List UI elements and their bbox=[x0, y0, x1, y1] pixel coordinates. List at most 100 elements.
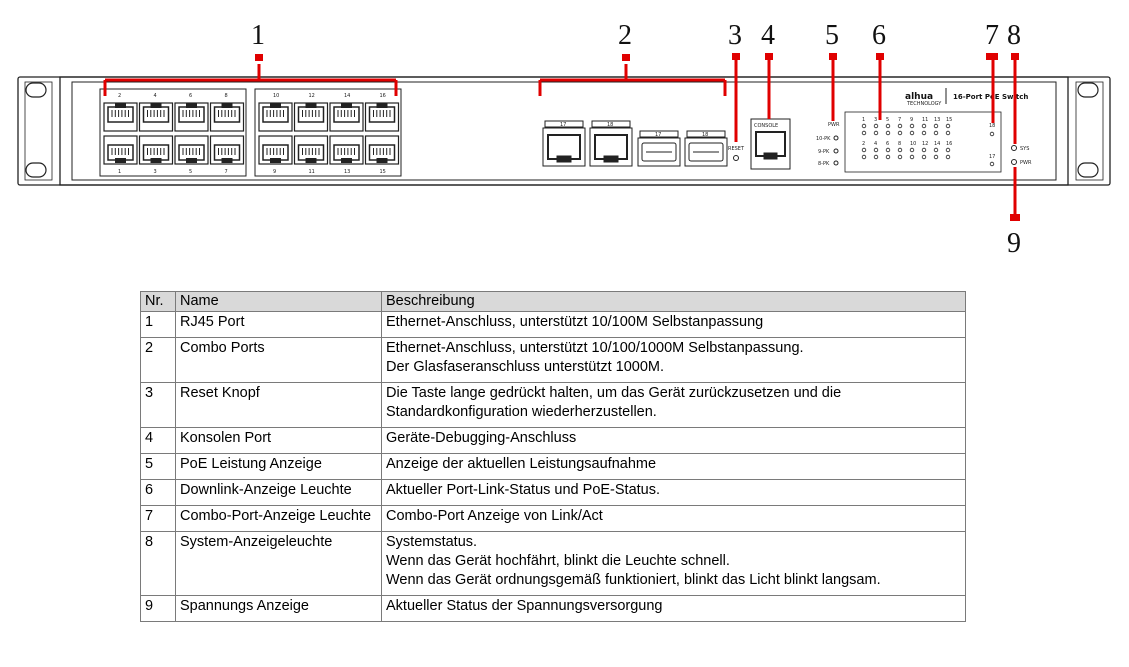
rj45-port bbox=[364, 135, 400, 165]
row-description: Geräte-Debugging-Anschluss bbox=[381, 427, 966, 454]
combo-rj45-port-17 bbox=[542, 127, 586, 167]
row-number: 7 bbox=[140, 505, 176, 532]
callout-markers bbox=[103, 53, 1020, 221]
port-top-label: 14 bbox=[344, 93, 350, 99]
rj45-port bbox=[293, 102, 329, 132]
rj45-port bbox=[209, 102, 245, 132]
led-number-label: 12 bbox=[922, 141, 928, 147]
led-indicator bbox=[909, 154, 915, 160]
led-indicator bbox=[885, 123, 891, 129]
description-line: Anzeige der aktuellen Leistungsaufnahme bbox=[386, 456, 657, 472]
port-top-label: 2 bbox=[118, 93, 121, 99]
row-description: Combo-Port Anzeige von Link/Act bbox=[381, 505, 966, 532]
led-indicator bbox=[909, 123, 915, 129]
row-description: Aktueller Port-Link-Status und PoE-Statu… bbox=[381, 479, 966, 506]
led-indicator bbox=[885, 130, 891, 136]
callout-number-8: 8 bbox=[1007, 20, 1021, 51]
row-number: 9 bbox=[140, 595, 176, 622]
callout-number-7: 7 bbox=[985, 20, 999, 51]
port-bottom-label: 15 bbox=[380, 169, 386, 175]
port-top-label: 16 bbox=[380, 93, 386, 99]
led-number-label: 14 bbox=[934, 141, 940, 147]
led-indicator bbox=[909, 147, 915, 153]
description-line: Ethernet-Anschluss, unterstützt 10/100M … bbox=[386, 314, 764, 330]
led-indicator bbox=[945, 123, 951, 129]
led-number-label: 5 bbox=[886, 117, 889, 123]
led-number-label: 11 bbox=[922, 117, 928, 123]
table-header-row: Nr. Name Beschreibung bbox=[140, 291, 966, 312]
led-indicator bbox=[873, 123, 879, 129]
led-indicator bbox=[897, 123, 903, 129]
sfp-label-18: 18 bbox=[702, 132, 708, 138]
led-indicator bbox=[945, 147, 951, 153]
rj45-port bbox=[293, 135, 329, 165]
brand-subtitle: TECHNOLOGY bbox=[906, 101, 942, 107]
description-line: Der Glasfaseranschluss unterstützt 1000M… bbox=[386, 359, 665, 375]
description-line: Aktueller Status der Spannungsversorgung bbox=[386, 598, 663, 614]
pwr-level-9: 9-PK bbox=[818, 149, 830, 155]
row-description: Die Taste lange gedrückt halten, um das … bbox=[381, 382, 966, 428]
led-indicator bbox=[921, 130, 927, 136]
port-bottom-label: 13 bbox=[344, 169, 350, 175]
led-number-label: 4 bbox=[874, 141, 877, 147]
sfp-port-17 bbox=[637, 137, 681, 167]
port-bottom-label: 5 bbox=[189, 169, 192, 175]
combo-led bbox=[989, 131, 995, 137]
rj45-port bbox=[364, 102, 400, 132]
led-number-label: 3 bbox=[874, 117, 877, 123]
port-top-label: 4 bbox=[154, 93, 157, 99]
port-bottom-label: 9 bbox=[273, 169, 276, 175]
row-number: 2 bbox=[140, 337, 176, 383]
led-indicator bbox=[873, 130, 879, 136]
combo-label-17: 17 bbox=[560, 122, 566, 128]
combo-label-18: 18 bbox=[607, 122, 613, 128]
led-indicator bbox=[897, 147, 903, 153]
combo-led bbox=[989, 161, 995, 167]
led-indicator bbox=[873, 147, 879, 153]
led-number-label: 10 bbox=[910, 141, 916, 147]
rj45-port bbox=[138, 102, 174, 132]
console-port: CONSOLE bbox=[750, 118, 791, 170]
description-line: Combo-Port Anzeige von Link/Act bbox=[386, 508, 603, 524]
row-number: 1 bbox=[140, 311, 176, 338]
row-name: Konsolen Port bbox=[175, 427, 382, 454]
callout-number-4: 4 bbox=[761, 20, 775, 51]
console-label: CONSOLE bbox=[754, 123, 778, 129]
rj45-port bbox=[138, 135, 174, 165]
led-indicator bbox=[945, 154, 951, 160]
combo-led-label: 17 bbox=[989, 154, 995, 160]
led-indicator bbox=[873, 154, 879, 160]
led-number-label: 13 bbox=[934, 117, 940, 123]
port-bottom-label: 1 bbox=[118, 169, 121, 175]
led-number-label: 8 bbox=[898, 141, 901, 147]
row-name: Spannungs Anzeige bbox=[175, 595, 382, 622]
led-indicator bbox=[897, 154, 903, 160]
led-number-label: 7 bbox=[898, 117, 901, 123]
led-indicator bbox=[861, 154, 867, 160]
description-line: Standardkonfiguration wiederherzustellen… bbox=[386, 404, 657, 420]
callout-number-1: 1 bbox=[251, 20, 265, 51]
led-indicator bbox=[885, 154, 891, 160]
row-name: Combo-Port-Anzeige Leuchte bbox=[175, 505, 382, 532]
row-name: Reset Knopf bbox=[175, 382, 382, 428]
port-top-label: 12 bbox=[309, 93, 315, 99]
rj45-group-frame bbox=[99, 88, 247, 177]
rj45-port bbox=[174, 135, 209, 165]
header-name: Name bbox=[175, 291, 382, 312]
brand-area: alhua TECHNOLOGY 16-Port PoE Switch bbox=[905, 88, 1028, 107]
callout-number-5: 5 bbox=[825, 20, 839, 51]
led-indicator bbox=[933, 147, 939, 153]
led-indicator bbox=[945, 130, 951, 136]
led-number-label: 6 bbox=[886, 141, 889, 147]
